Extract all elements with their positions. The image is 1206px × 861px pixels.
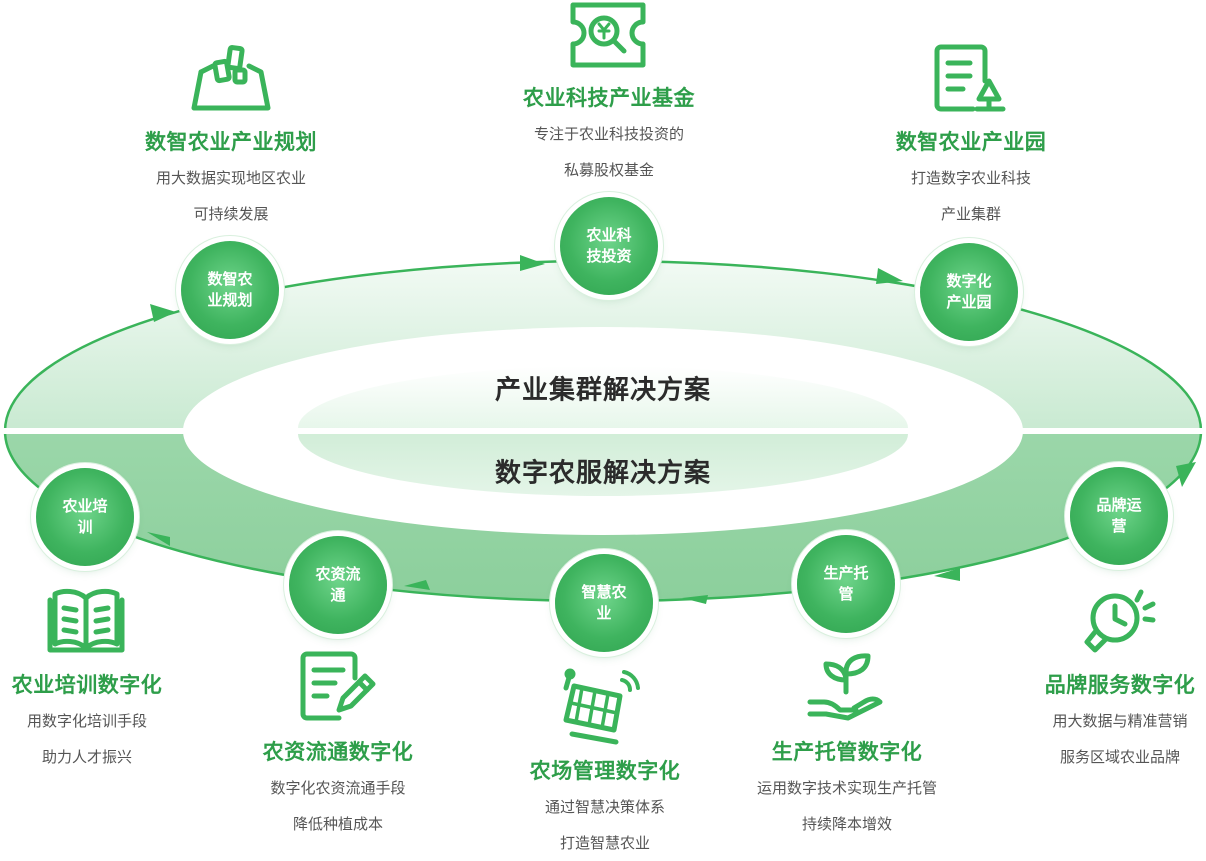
- section-fund: 农业科技产业基金 专注于农业科技投资的 私募股权基金: [523, 82, 695, 188]
- section-planning-line-1: 用大数据实现地区农业: [155, 169, 306, 187]
- node-smart-label: 智慧农业: [581, 583, 627, 622]
- section-hosting-line-2: 持续降本增效: [801, 815, 893, 833]
- section-flow: 农资流通数字化 数字化农资流通手段 降低种植成本: [263, 736, 414, 842]
- section-training-line-2: 助力人才振兴: [41, 748, 132, 766]
- section-hosting-title: 生产托管数字化: [771, 740, 923, 764]
- inner-lower-lens: [298, 434, 908, 496]
- node-flow[interactable]: 农资流通: [289, 536, 387, 634]
- section-flow-line-2: 降低种植成本: [292, 815, 383, 833]
- node-training[interactable]: 农业培训: [36, 468, 134, 566]
- inner-upper-lens: [298, 366, 908, 428]
- node-planning-label: 数智农业规划: [207, 270, 253, 309]
- section-training: 农业培训数字化 用数字化培训手段 助力人才振兴: [12, 669, 163, 775]
- node-park-label: 数字化产业园: [946, 272, 992, 311]
- open-book-icon: [47, 586, 125, 654]
- node-brand-label: 品牌运营: [1096, 496, 1142, 535]
- section-hosting-line-1: 运用数字技术实现生产托管: [756, 779, 938, 797]
- idea-bulb-clock-icon: [1081, 586, 1159, 656]
- section-farm-title: 农场管理数字化: [529, 759, 681, 783]
- section-fund-line-2: 私募股权基金: [563, 161, 654, 179]
- node-investment[interactable]: 农业科技投资: [560, 197, 658, 295]
- section-park-line-1: 打造数字农业科技: [910, 169, 1031, 187]
- node-smart[interactable]: 智慧农业: [555, 554, 653, 652]
- node-hosting-label: 生产托管: [823, 564, 869, 603]
- flow-arrows: [147, 255, 1196, 604]
- center-lower-title: 数字农服解决方案: [494, 458, 712, 489]
- node-training-label: 农业培训: [62, 497, 108, 536]
- section-flow-line-1: 数字化农资流通手段: [270, 779, 406, 797]
- land-plot-icon: [191, 42, 271, 114]
- node-planning[interactable]: 数智农业规划: [181, 241, 279, 339]
- section-brand: 品牌服务数字化 用大数据与精准营销 服务区域农业品牌: [1045, 669, 1196, 775]
- section-farm-line-2: 打造智慧农业: [559, 834, 650, 852]
- section-farm-line-1: 通过智慧决策体系: [544, 798, 665, 816]
- section-planning-line-2: 可持续发展: [193, 205, 269, 223]
- section-park: 数智农业产业园 打造数字农业科技 产业集群: [896, 126, 1047, 232]
- node-flow-label: 农资流通: [315, 565, 361, 604]
- ring-divider: [0, 428, 1206, 434]
- hand-sprout-icon: [806, 652, 886, 722]
- section-brand-line-1: 用大数据与精准营销: [1052, 712, 1188, 730]
- section-brand-line-2: 服务区域农业品牌: [1059, 748, 1180, 766]
- section-brand-title: 品牌服务数字化: [1044, 673, 1196, 697]
- node-investment-label: 农业科技投资: [586, 226, 632, 265]
- ticket-search-yuan-icon: [568, 0, 648, 70]
- section-fund-title: 农业科技产业基金: [523, 86, 695, 110]
- document-tree-icon: [933, 43, 1009, 113]
- section-hosting: 生产托管数字化 运用数字技术实现生产托管 持续降本增效: [757, 736, 937, 842]
- center-upper-title: 产业集群解决方案: [494, 375, 712, 406]
- pen-document-icon: [299, 650, 377, 722]
- section-planning-title: 数智农业产业规划: [145, 130, 317, 154]
- section-planning: 数智农业产业规划 用大数据实现地区农业 可持续发展: [145, 126, 317, 232]
- node-park[interactable]: 数字化产业园: [920, 243, 1018, 341]
- section-training-title: 农业培训数字化: [11, 673, 163, 697]
- section-fund-line-1: 专注于农业科技投资的: [533, 125, 684, 143]
- section-park-title: 数智农业产业园: [895, 130, 1047, 154]
- section-training-line-1: 用数字化培训手段: [26, 712, 147, 730]
- node-brand[interactable]: 品牌运营: [1070, 467, 1168, 565]
- section-flow-title: 农资流通数字化: [262, 740, 414, 764]
- section-farm: 农场管理数字化 通过智慧决策体系 打造智慧农业: [530, 755, 681, 861]
- section-park-line-2: 产业集群: [940, 205, 1001, 223]
- solar-panel-signal-icon: [562, 668, 644, 746]
- node-hosting[interactable]: 生产托管: [797, 535, 895, 633]
